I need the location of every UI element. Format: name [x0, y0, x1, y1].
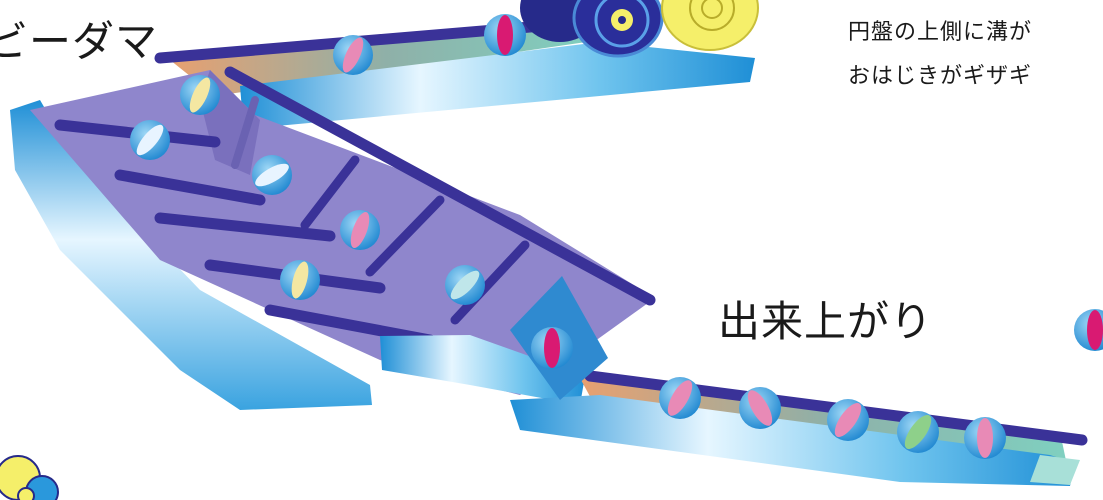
- marble: [1074, 309, 1103, 351]
- disc-yellow: [661, 0, 759, 51]
- caption-line-2: おはじきがギザギ: [848, 64, 1033, 89]
- corner-disc-small: [17, 487, 35, 500]
- marbles: [130, 14, 1103, 459]
- disc-ring-inner: [594, 0, 650, 48]
- marble: [964, 417, 1006, 459]
- caption-line-1: 円盤の上側に溝が: [848, 20, 1033, 45]
- finished-label: 出来上がり: [718, 297, 934, 346]
- marble: [340, 210, 380, 250]
- marble: [333, 35, 373, 75]
- disc-stack: [520, 0, 759, 58]
- marble: [180, 75, 220, 115]
- marble: [445, 265, 485, 305]
- disc-yellow-ring: [689, 0, 735, 31]
- marble: [252, 155, 292, 195]
- marble: [897, 411, 939, 453]
- disc-yellow-ring-inner: [701, 0, 723, 19]
- marbles-label: ビーダマ: [0, 17, 159, 66]
- tray-divider-2: [114, 169, 266, 206]
- marble: [130, 120, 170, 160]
- marble: [739, 387, 781, 429]
- tray-slat-1: [231, 96, 259, 169]
- tray-divider-5: [264, 304, 436, 346]
- tray-slat-4: [450, 240, 530, 325]
- tray-front-chute: [380, 335, 585, 405]
- tray-divider-3: [154, 212, 336, 242]
- tray-top-rail: [224, 66, 656, 306]
- disc-center-dot: [618, 16, 626, 24]
- tray-slat-3: [365, 195, 445, 277]
- bottom-conveyor-end: [1030, 455, 1080, 485]
- marble: [659, 377, 701, 419]
- tray-slat-2: [300, 155, 360, 230]
- marble: [280, 260, 320, 300]
- bottom-conveyor-body: [510, 395, 1075, 486]
- corner-discs: [0, 455, 59, 500]
- top-conveyor-body: [240, 42, 755, 128]
- marble: [531, 327, 573, 369]
- marble: [827, 399, 869, 441]
- left-wall-chute: [10, 100, 372, 410]
- marble: [484, 14, 526, 56]
